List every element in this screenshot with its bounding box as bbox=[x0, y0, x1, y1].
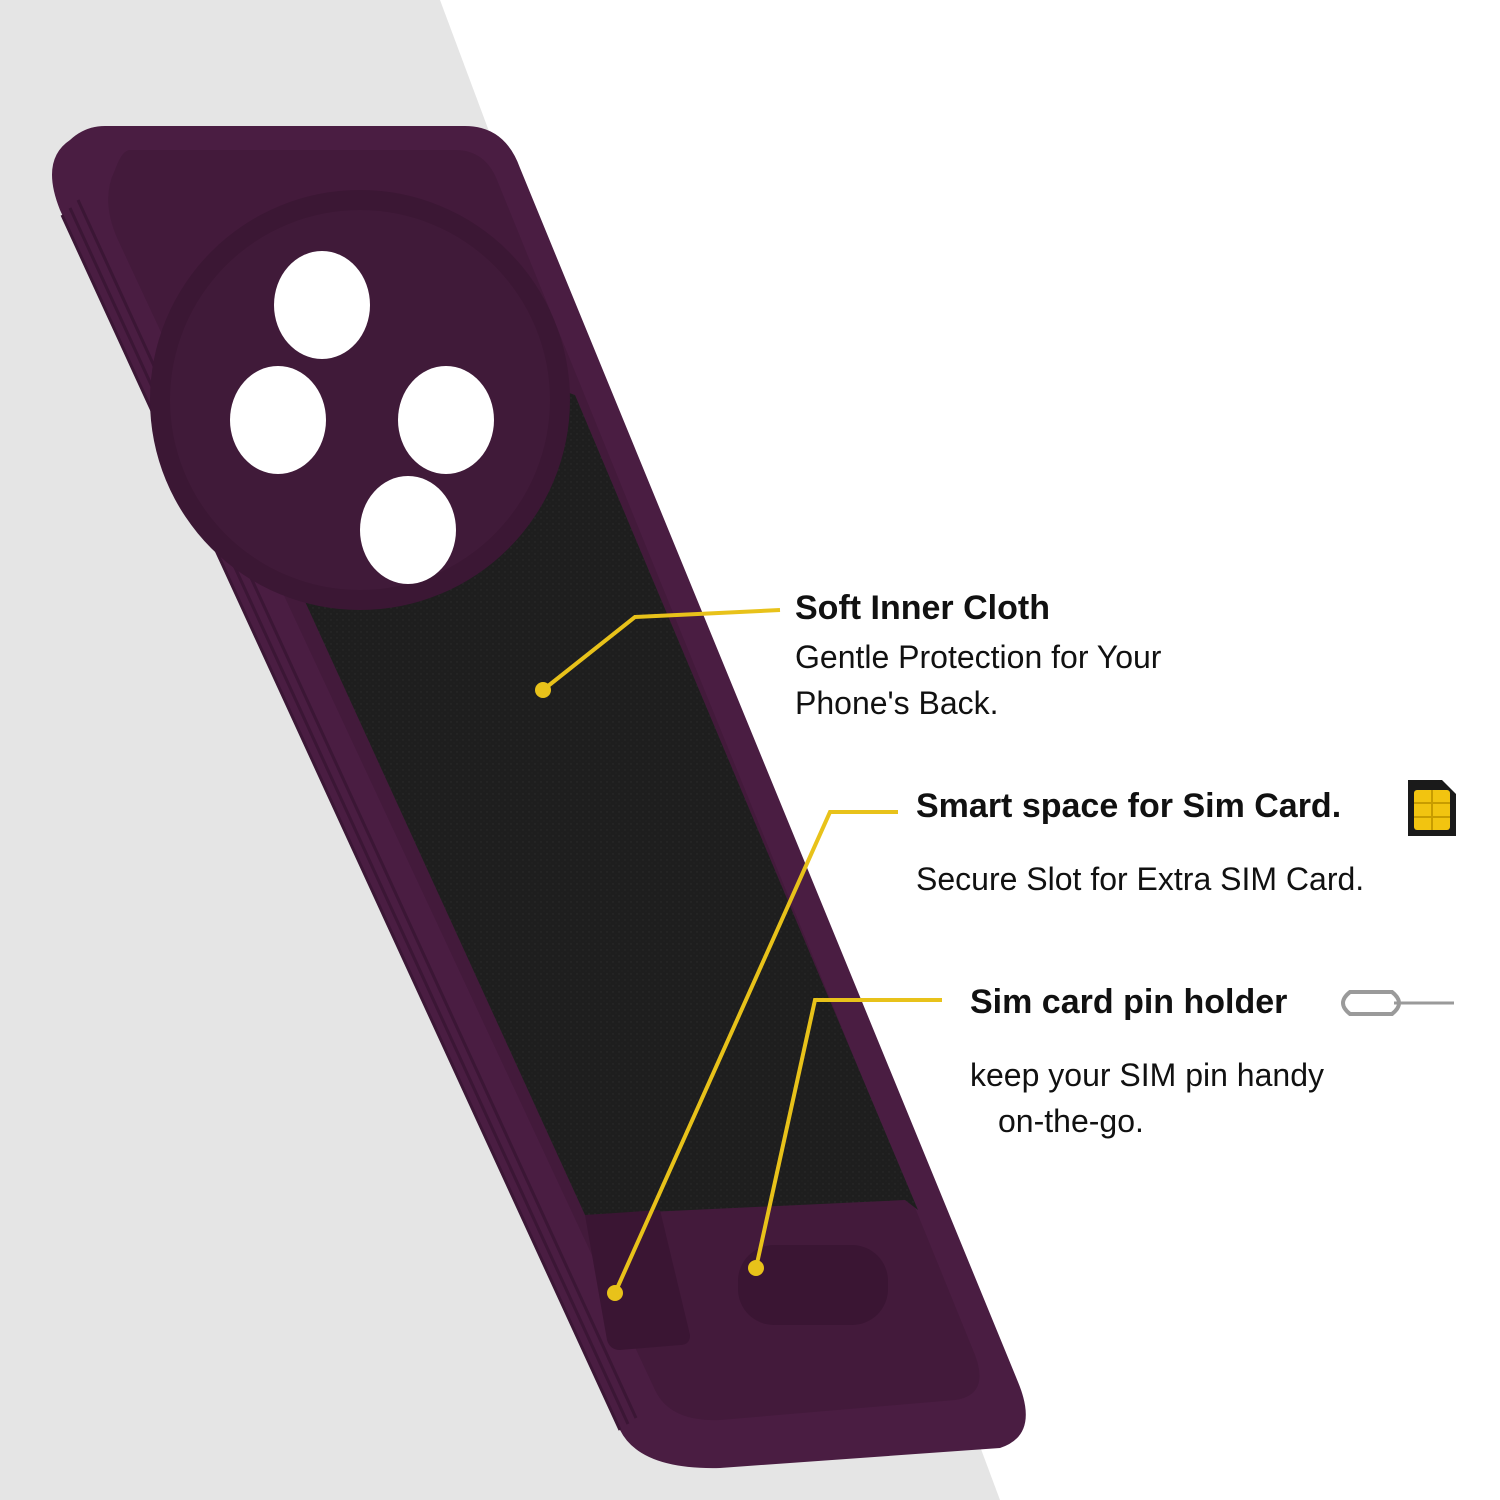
sim-card-slot bbox=[585, 1210, 690, 1350]
callout-pin-holder-desc-line2: on-the-go. bbox=[998, 1103, 1144, 1139]
callout-pin-holder-title: Sim card pin holder bbox=[970, 983, 1288, 1021]
callout-sim-space-desc: Secure Slot for Extra SIM Card. bbox=[916, 861, 1365, 897]
callout-soft-cloth-desc-line2: Phone's Back. bbox=[795, 685, 999, 721]
leader-line-cloth bbox=[541, 608, 781, 692]
leader-dot-sim bbox=[607, 1285, 623, 1301]
camera-ring-inner bbox=[170, 210, 550, 590]
camera-hole-left bbox=[230, 366, 326, 474]
leader-dots bbox=[535, 682, 764, 1301]
camera-hole-right bbox=[398, 366, 494, 474]
callout-soft-cloth: Soft Inner Cloth Gentle Protection for Y… bbox=[795, 588, 1161, 726]
phone-case bbox=[52, 126, 1026, 1469]
leader-dot-cloth bbox=[535, 682, 551, 698]
callout-pin-holder-desc-line1: keep your SIM pin handy bbox=[970, 1057, 1324, 1093]
callout-soft-cloth-desc-line1: Gentle Protection for Your bbox=[795, 639, 1162, 675]
callout-soft-cloth-title: Soft Inner Cloth bbox=[795, 589, 1050, 627]
sim-pin-slot bbox=[738, 1245, 888, 1325]
leader-line-sim bbox=[613, 810, 898, 1294]
callout-sim-space-title: Smart space for Sim Card. bbox=[916, 787, 1342, 825]
camera-hole-top bbox=[274, 251, 370, 359]
sim-card-icon bbox=[1408, 780, 1456, 836]
leader-dot-pin bbox=[748, 1260, 764, 1276]
leader-line-pin bbox=[754, 998, 942, 1269]
leader-lines bbox=[541, 608, 942, 1294]
callout-sim-space: Smart space for Sim Card. Secure Slot fo… bbox=[916, 786, 1364, 902]
sim-pin-icon bbox=[1341, 990, 1454, 1016]
camera-hole-bottom bbox=[360, 476, 456, 584]
callout-pin-holder: Sim card pin holder keep your SIM pin ha… bbox=[970, 982, 1324, 1144]
